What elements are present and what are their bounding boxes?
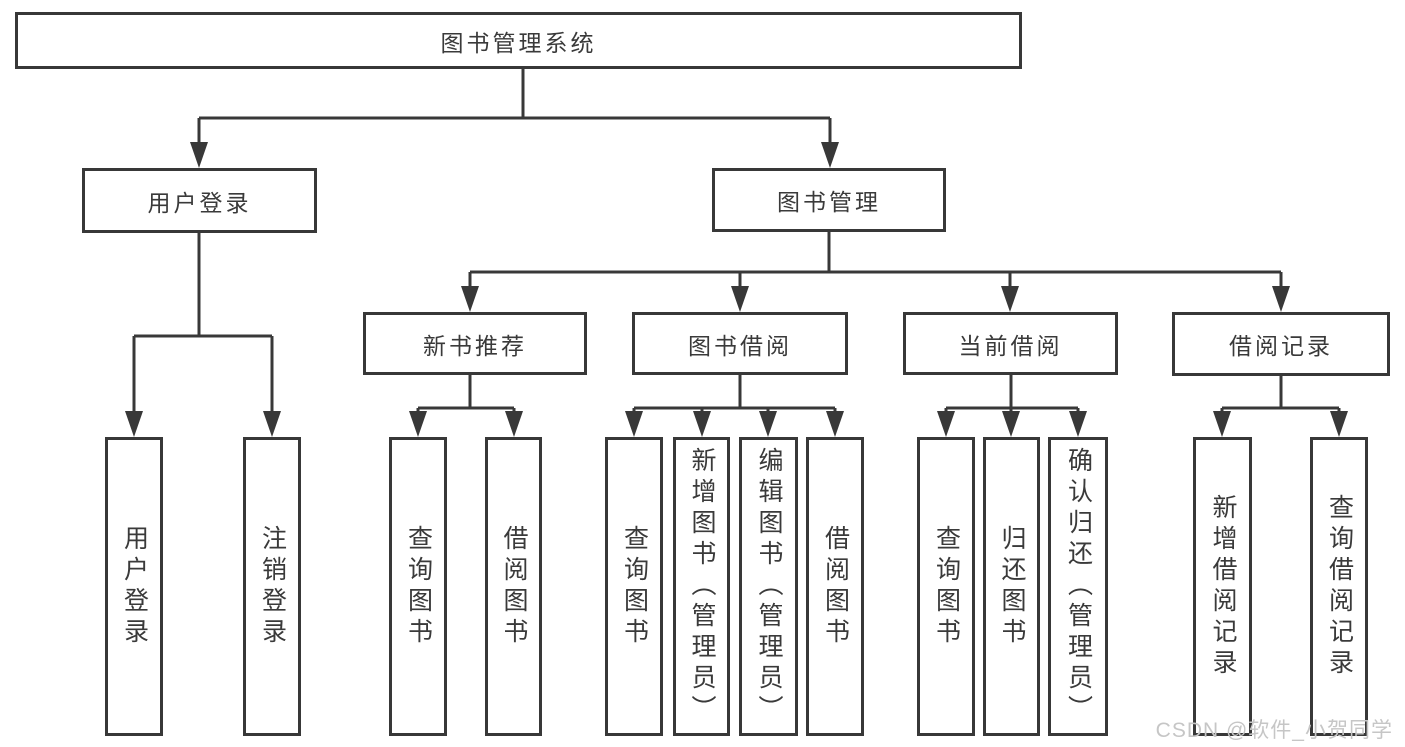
arrow-down-icon — [1002, 411, 1020, 437]
leaf-query-books-borrow: 查询图书 — [605, 437, 663, 736]
arrow-down-icon — [1272, 286, 1290, 312]
node-book-management-system: 图书管理系统 — [15, 12, 1022, 69]
leaf-borrow-books-newbooks-label: 借阅图书 — [500, 524, 528, 649]
arrow-down-icon — [505, 411, 523, 437]
leaf-borrow-books-newbooks: 借阅图书 — [485, 437, 542, 736]
leaf-logout: 注销登录 — [243, 437, 301, 736]
leaf-user-login-label: 用户登录 — [120, 524, 149, 649]
leaf-add-borrow-record-label: 新增借阅记录 — [1209, 493, 1237, 680]
leaf-edit-books-admin: 编辑图书（管理员） — [739, 437, 798, 736]
node-book-borrowing-label: 图书借阅 — [688, 332, 792, 359]
leaf-confirm-return-admin-label: 确认归还（管理员） — [1064, 447, 1093, 726]
arrow-down-icon — [263, 411, 281, 437]
leaf-query-books-newbooks: 查询图书 — [389, 437, 447, 736]
leaf-return-books: 归还图书 — [983, 437, 1040, 736]
leaf-add-borrow-record: 新增借阅记录 — [1193, 437, 1252, 736]
node-current-borrowing: 当前借阅 — [903, 312, 1118, 375]
leaf-add-books-admin: 新增图书（管理员） — [673, 437, 730, 736]
node-user-login-label: 用户登录 — [147, 189, 252, 216]
arrowheads — [125, 142, 1348, 437]
node-book-borrowing: 图书借阅 — [632, 312, 848, 375]
arrow-down-icon — [759, 411, 777, 437]
leaf-query-borrow-record-label: 查询借阅记录 — [1325, 493, 1354, 680]
arrow-down-icon — [826, 411, 844, 437]
arrow-down-icon — [190, 142, 208, 168]
arrow-down-icon — [125, 411, 143, 437]
arrow-down-icon — [731, 286, 749, 312]
leaf-borrow-books-borrow-label: 借阅图书 — [821, 524, 850, 649]
arrow-down-icon — [1069, 411, 1087, 437]
leaf-add-books-admin-label: 新增图书（管理员） — [688, 447, 716, 726]
node-book-management-system-label: 图书管理系统 — [440, 29, 597, 56]
arrow-down-icon — [461, 286, 479, 312]
leaf-query-books-current-label: 查询图书 — [932, 524, 961, 649]
node-borrow-records: 借阅记录 — [1172, 312, 1390, 376]
arrow-down-icon — [821, 142, 839, 168]
leaf-query-books-newbooks-label: 查询图书 — [404, 524, 433, 649]
leaf-edit-books-admin-label: 编辑图书（管理员） — [755, 447, 783, 726]
node-new-book-recommend: 新书推荐 — [363, 312, 587, 375]
leaf-query-books-borrow-label: 查询图书 — [620, 524, 649, 649]
arrow-down-icon — [625, 411, 643, 437]
node-user-login: 用户登录 — [82, 168, 317, 233]
node-book-management: 图书管理 — [712, 168, 946, 232]
arrow-down-icon — [1001, 286, 1019, 312]
leaf-query-books-current: 查询图书 — [917, 437, 975, 736]
arrow-down-icon — [693, 411, 711, 437]
node-current-borrowing-label: 当前借阅 — [958, 332, 1063, 359]
node-new-book-recommend-label: 新书推荐 — [423, 332, 527, 359]
arrow-down-icon — [1330, 411, 1348, 437]
leaf-return-books-label: 归还图书 — [998, 524, 1026, 649]
leaf-confirm-return-admin: 确认归还（管理员） — [1048, 437, 1108, 736]
node-book-management-label: 图书管理 — [777, 189, 881, 215]
leaf-logout-label: 注销登录 — [258, 524, 287, 649]
csdn-watermark: CSDN @软件_小贺同学 — [1155, 719, 1393, 742]
arrow-down-icon — [1213, 411, 1231, 437]
node-borrow-records-label: 借阅记录 — [1229, 333, 1333, 359]
leaf-user-login: 用户登录 — [105, 437, 163, 736]
leaf-query-borrow-record: 查询借阅记录 — [1310, 437, 1368, 736]
arrow-down-icon — [409, 411, 427, 437]
arrow-down-icon — [937, 411, 955, 437]
leaf-borrow-books-borrow: 借阅图书 — [806, 437, 864, 736]
